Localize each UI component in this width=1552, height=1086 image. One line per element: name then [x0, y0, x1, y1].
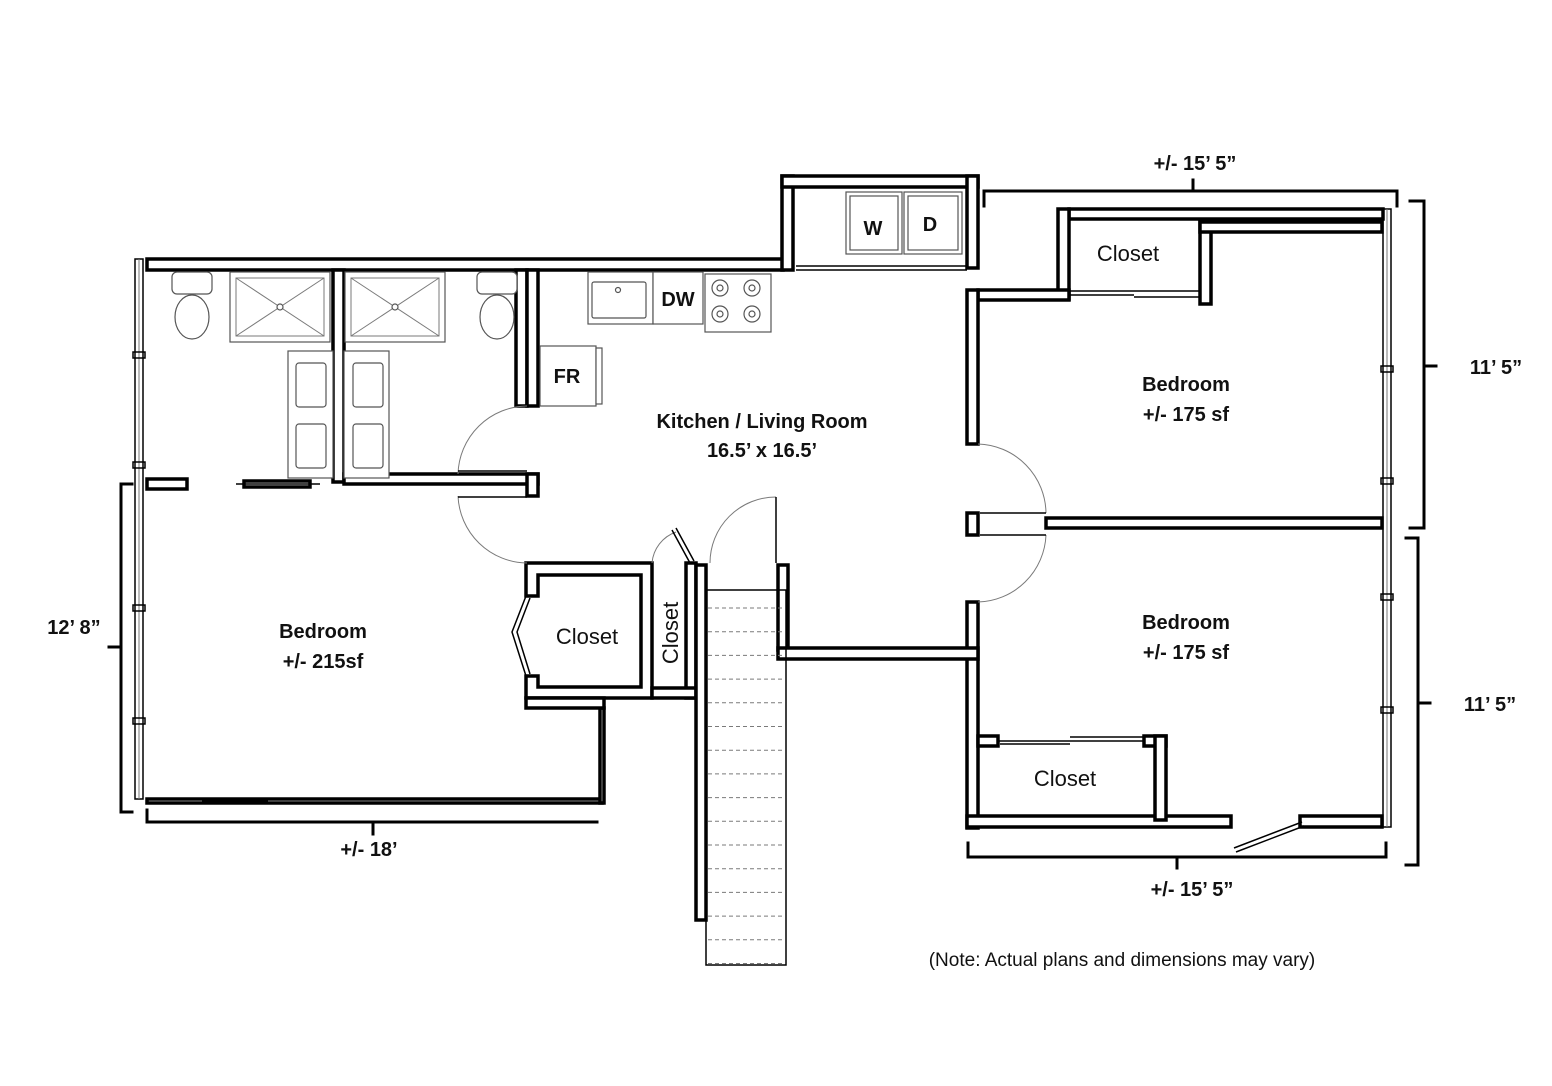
- fridge-icon: [539, 345, 603, 407]
- bedroom-lower-right-name: Bedroom: [1142, 612, 1230, 634]
- closet-lower-right-label: Closet: [1034, 766, 1096, 791]
- wall-top-left: [145, 257, 785, 272]
- dim-right-lower-bracket: [1404, 536, 1420, 867]
- doors: [236, 265, 1305, 853]
- dim-left-height-text: 12’ 8”: [47, 617, 100, 639]
- wall-kitchen-bottom: [776, 646, 980, 661]
- dryer-icon: [903, 191, 963, 255]
- dishwasher-label: DW: [661, 289, 694, 311]
- vanity-right-icon: [343, 350, 390, 479]
- wall-kitchen-right-upper: [965, 288, 980, 446]
- closet-left-label: Closet: [556, 624, 618, 649]
- dim-left-bracket: [119, 482, 134, 814]
- dim-left-width-text: +/- 18’: [340, 839, 397, 861]
- wall-door-stub: [965, 511, 980, 537]
- closet-upper-right-label: Closet: [1097, 241, 1159, 266]
- wall-laundry-top: [780, 174, 980, 189]
- washer-icon: [845, 191, 903, 255]
- bedroom-upper-right-name: Bedroom: [1142, 374, 1230, 396]
- door-stair-swing: [709, 496, 777, 564]
- wall-laundry-right: [965, 174, 980, 270]
- door-lower-bedroom-swing: [977, 534, 1047, 603]
- bedroom-left-name: Bedroom: [279, 621, 367, 643]
- closet-hall-label: Closet: [658, 602, 683, 664]
- dim-right-upper-text: 11’ 5”: [1470, 357, 1522, 379]
- wall-bath-door-stub: [525, 472, 540, 498]
- dim-bottom-right-bracket: [966, 841, 1388, 859]
- fixtures: [171, 191, 963, 479]
- door-left-bedroom-swing: [457, 495, 528, 564]
- wall-bath-divider: [331, 268, 346, 484]
- dim-top-right-text: +/- 15’ 5”: [1154, 153, 1237, 175]
- disclaimer-note: (Note: Actual plans and dimensions may v…: [929, 950, 1316, 971]
- wall-left-bedroom-right: [598, 706, 606, 805]
- windows: [132, 209, 1394, 827]
- door-bath-swing: [457, 405, 528, 475]
- wall-hall-closet-bottom: [650, 686, 698, 700]
- fridge-label: FR: [554, 366, 581, 388]
- bedroom-lower-right-area: +/- 175 sf: [1143, 642, 1230, 664]
- wall-lower-right-bottom-right: [1298, 814, 1384, 829]
- kitchen-living-name: Kitchen / Living Room: [656, 411, 867, 433]
- stove-icon: [704, 273, 772, 333]
- staircase: [705, 589, 787, 966]
- dim-right-upper-bracket: [1408, 199, 1426, 530]
- sink-icon: [587, 271, 654, 325]
- dryer-label: D: [923, 214, 937, 236]
- wall-stair-left: [694, 563, 708, 922]
- wall-kitchen-left: [525, 268, 540, 408]
- labels: Kitchen / Living Room 16.5’ x 16.5’ Bedr…: [47, 153, 1522, 971]
- toilet-left-icon: [171, 271, 213, 340]
- wall-left-closet-bottom: [524, 696, 606, 710]
- walls: [134, 174, 1392, 922]
- wall-upper-closet-top: [1067, 207, 1385, 221]
- wall-lower-closet-left: [976, 734, 1000, 748]
- wall-kitchen-right-lower: [965, 600, 980, 830]
- wall-laundry-left: [780, 174, 795, 272]
- wall-upper-closet-inner-top: [1198, 220, 1384, 234]
- door-upper-bedroom-swing: [977, 443, 1047, 514]
- kitchen-living-size: 16.5’ x 16.5’: [707, 440, 817, 462]
- wall-upper-closet-right: [1198, 220, 1213, 306]
- wall-bath-bottom-left: [145, 477, 189, 491]
- dim-right-lower-text: 11’ 5”: [1464, 694, 1516, 716]
- dim-left-width-bracket: [145, 808, 599, 824]
- vanity-left-icon: [287, 350, 334, 479]
- washer-label: W: [864, 218, 883, 240]
- bedroom-upper-right-area: +/- 175 sf: [1143, 404, 1230, 426]
- bedroom-left-area: +/- 215sf: [283, 651, 364, 673]
- wall-right-column-top: [976, 288, 1071, 302]
- dimension-lines: [107, 178, 1438, 870]
- shower-right-icon: [344, 271, 446, 343]
- toilet-right-icon: [476, 271, 518, 340]
- wall-upper-closet-left: [1056, 207, 1071, 301]
- wall-lower-right-bottom-left: [965, 814, 1233, 829]
- kitchen-counter: [652, 271, 704, 325]
- door-hall-closet-swing: [651, 531, 677, 564]
- shower-left-icon: [229, 271, 331, 343]
- wall-lower-closet-vert: [1153, 734, 1168, 822]
- dim-top-right-bracket: [982, 189, 1399, 208]
- wall-between-bedrooms: [1044, 516, 1384, 530]
- dim-bottom-right-text: +/- 15’ 5”: [1151, 879, 1234, 901]
